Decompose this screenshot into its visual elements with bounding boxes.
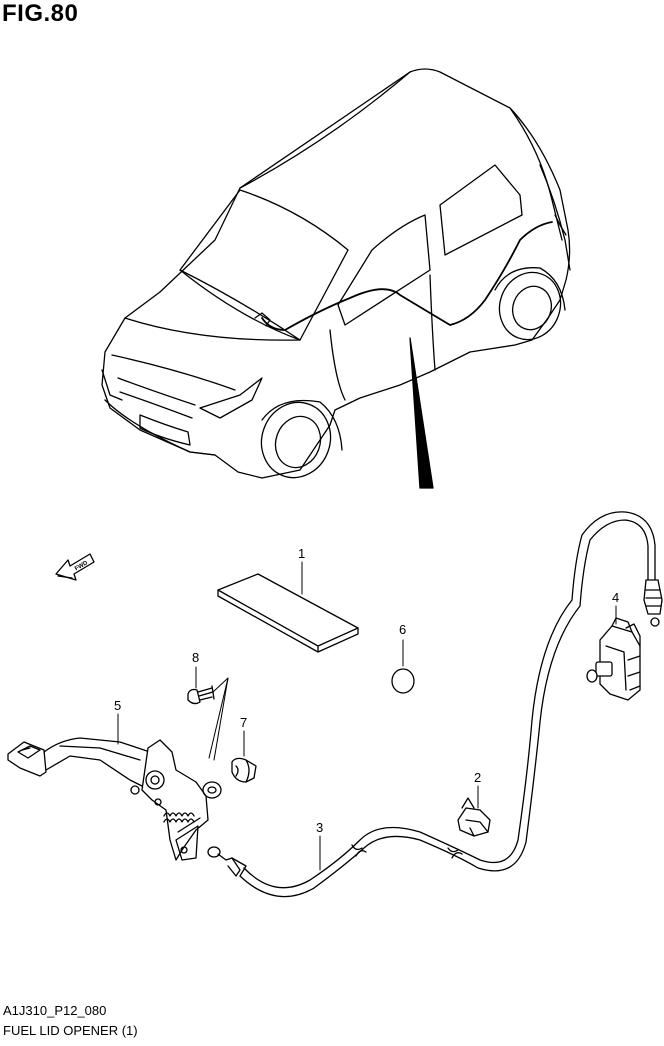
diagram-code: A1J310_P12_080 — [3, 1003, 107, 1018]
callout-1: 1 — [298, 546, 305, 561]
part-6-plug — [391, 668, 415, 694]
vehicle-lever-mark — [254, 312, 271, 327]
part-3-cable — [207, 511, 663, 898]
callout-8: 8 — [192, 650, 199, 665]
part-2-clamp — [457, 797, 491, 837]
callout-6: 6 — [399, 622, 406, 637]
vehicle-cable-route — [261, 221, 553, 331]
vehicle-outline — [101, 68, 571, 479]
callout-3: 3 — [316, 820, 323, 835]
part-4-actuator — [586, 617, 641, 701]
callout-5: 5 — [114, 698, 121, 713]
callout-7: 7 — [240, 715, 247, 730]
callout-2: 2 — [474, 770, 481, 785]
part-8-screw — [187, 685, 215, 705]
figure-title: FIG.80 — [2, 0, 79, 27]
pointer-wedge — [409, 337, 434, 489]
fwd-arrow-icon — [55, 553, 95, 581]
part-7-clip — [231, 757, 257, 783]
part-1-pad — [217, 573, 359, 653]
part-5-lever — [7, 737, 222, 861]
callout-4: 4 — [612, 590, 619, 605]
diagram-caption: FUEL LID OPENER (1) — [3, 1023, 138, 1038]
